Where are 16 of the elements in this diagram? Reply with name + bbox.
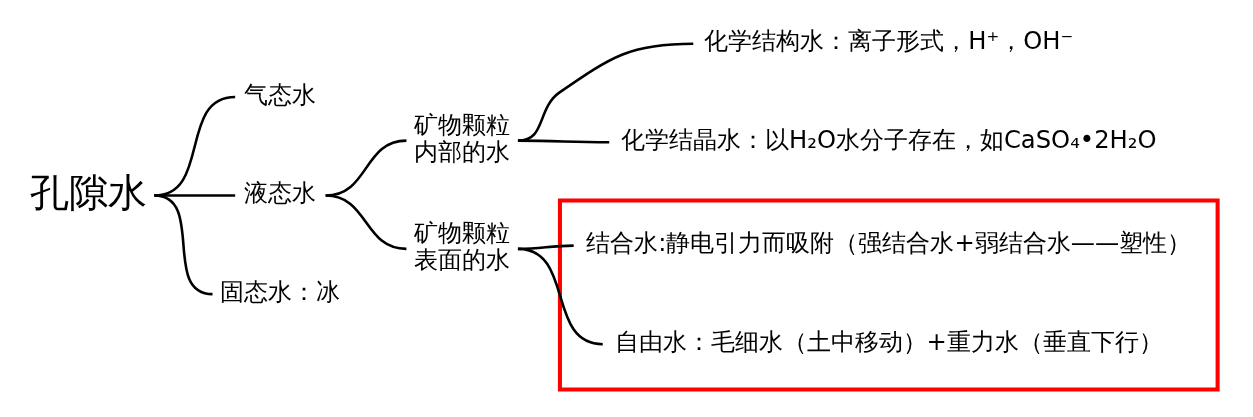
connector [153,194,213,296]
node-text: 液态水 [243,179,316,208]
node-text: 结合水:静电引力而吸附（强结合水+弱结合水——塑性） [585,229,1191,258]
cluster [557,198,1220,392]
connector [517,139,609,144]
node-text: 矿物颗粒表面的水 [413,218,510,275]
connector [325,194,407,251]
connector [517,42,693,142]
node-text: 自由水：毛细水（土中移动）+重力水（垂直下行） [614,327,1163,356]
node-text: 化学结构水：离子形式，H⁺，OH⁻ [703,27,1073,56]
node-text: 气态水 [243,80,316,109]
node-text: 化学结晶水：以H₂O水分子存在，如CaSO₄•2H₂O [620,125,1157,154]
node-text: 矿物颗粒内部的水 [413,110,510,167]
connector [517,247,603,346]
node-text: 孔隙水 [29,169,147,215]
node-text: 固态水：冰 [219,277,340,306]
